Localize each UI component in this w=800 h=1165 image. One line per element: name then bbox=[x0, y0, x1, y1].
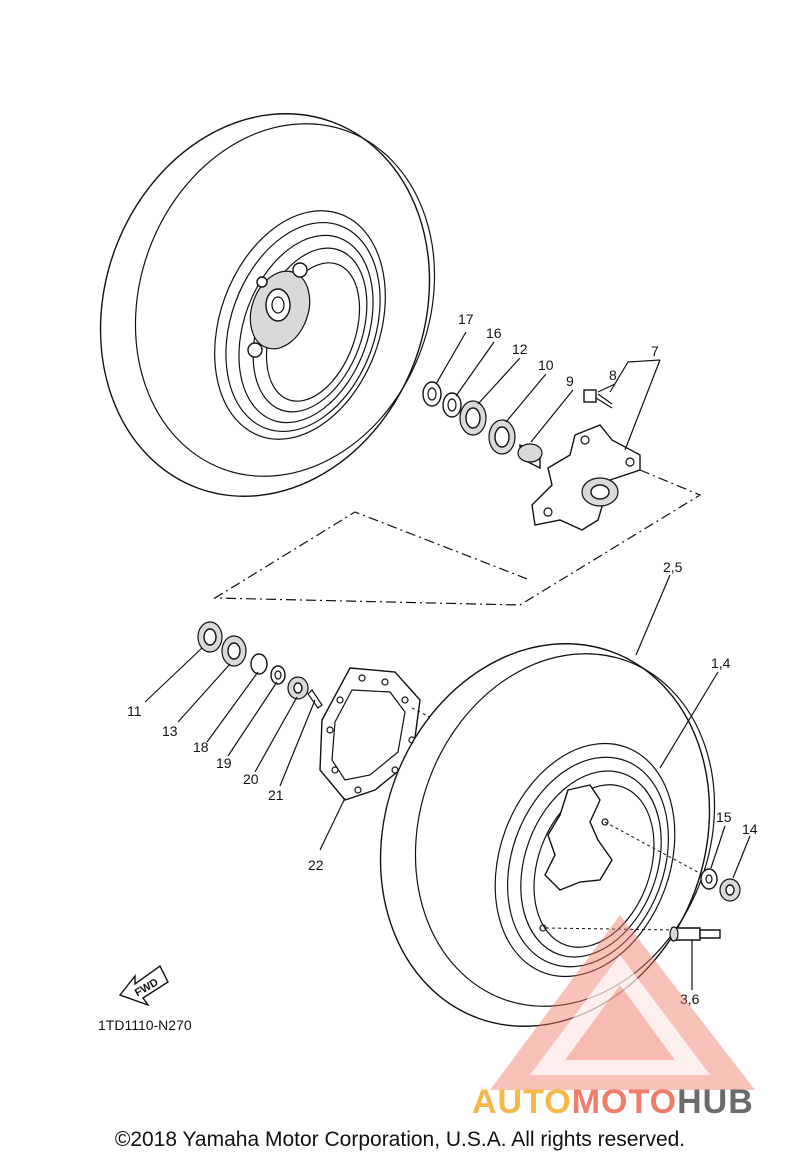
bearing-10 bbox=[488, 419, 516, 455]
label-part-11: 11 bbox=[127, 703, 142, 719]
watermark-hub: HUB bbox=[677, 1083, 754, 1121]
label-part-8: 8 bbox=[609, 367, 617, 383]
fwd-arrow-icon: FWD bbox=[118, 964, 169, 1007]
watermark-moto: MOTO bbox=[571, 1083, 678, 1121]
upper-wheel-assembly bbox=[99, 113, 436, 497]
drawing-code: 1TD1110-N270 bbox=[98, 1017, 192, 1033]
spacer-9 bbox=[517, 443, 543, 470]
bearing-17 bbox=[422, 381, 442, 407]
label-part-7: 7 bbox=[651, 343, 659, 359]
label-part-21: 21 bbox=[268, 787, 284, 803]
bearing-11 bbox=[197, 621, 223, 653]
watermark-triangle-icon bbox=[490, 915, 755, 1090]
label-part-20: 20 bbox=[243, 771, 259, 787]
bearing-13 bbox=[221, 635, 247, 667]
washer-19 bbox=[270, 665, 286, 685]
bearing-12 bbox=[459, 400, 487, 436]
leader-lines bbox=[144, 331, 751, 990]
cotter-pin-21 bbox=[307, 689, 323, 709]
copyright-footer: ©2018 Yamaha Motor Corporation, U.S.A. A… bbox=[114, 1128, 686, 1151]
watermark-logo: AUTOMOTOHUB bbox=[472, 1083, 754, 1122]
collar-18 bbox=[250, 653, 268, 675]
nut-14 bbox=[719, 878, 741, 902]
oil-seal-16 bbox=[442, 392, 462, 418]
alignment-lines bbox=[212, 469, 702, 606]
nut-20 bbox=[287, 676, 309, 700]
label-part-19: 19 bbox=[216, 755, 232, 771]
label-part-9: 9 bbox=[566, 373, 574, 389]
label-part-17: 17 bbox=[458, 311, 474, 327]
label-part-22: 22 bbox=[308, 857, 324, 873]
label-part-12: 12 bbox=[512, 341, 528, 357]
watermark-auto: AUTO bbox=[472, 1083, 572, 1121]
label-part-18: 18 bbox=[193, 739, 209, 755]
stud-bolt-8 bbox=[583, 389, 613, 409]
label-part-10: 10 bbox=[538, 357, 554, 373]
label-part-16: 16 bbox=[486, 325, 502, 341]
brake-disc-22 bbox=[319, 667, 421, 801]
valve-3-6 bbox=[669, 926, 721, 942]
label-part-13: 13 bbox=[162, 723, 178, 739]
label-part-3-6: 3,6 bbox=[680, 991, 700, 1007]
wheel-hub-7 bbox=[531, 424, 641, 531]
label-part-14: 14 bbox=[742, 821, 758, 837]
label-part-2-5: 2,5 bbox=[663, 559, 683, 575]
washer-15 bbox=[700, 868, 718, 890]
label-part-15: 15 bbox=[716, 809, 732, 825]
label-part-1-4: 1,4 bbox=[711, 655, 731, 671]
